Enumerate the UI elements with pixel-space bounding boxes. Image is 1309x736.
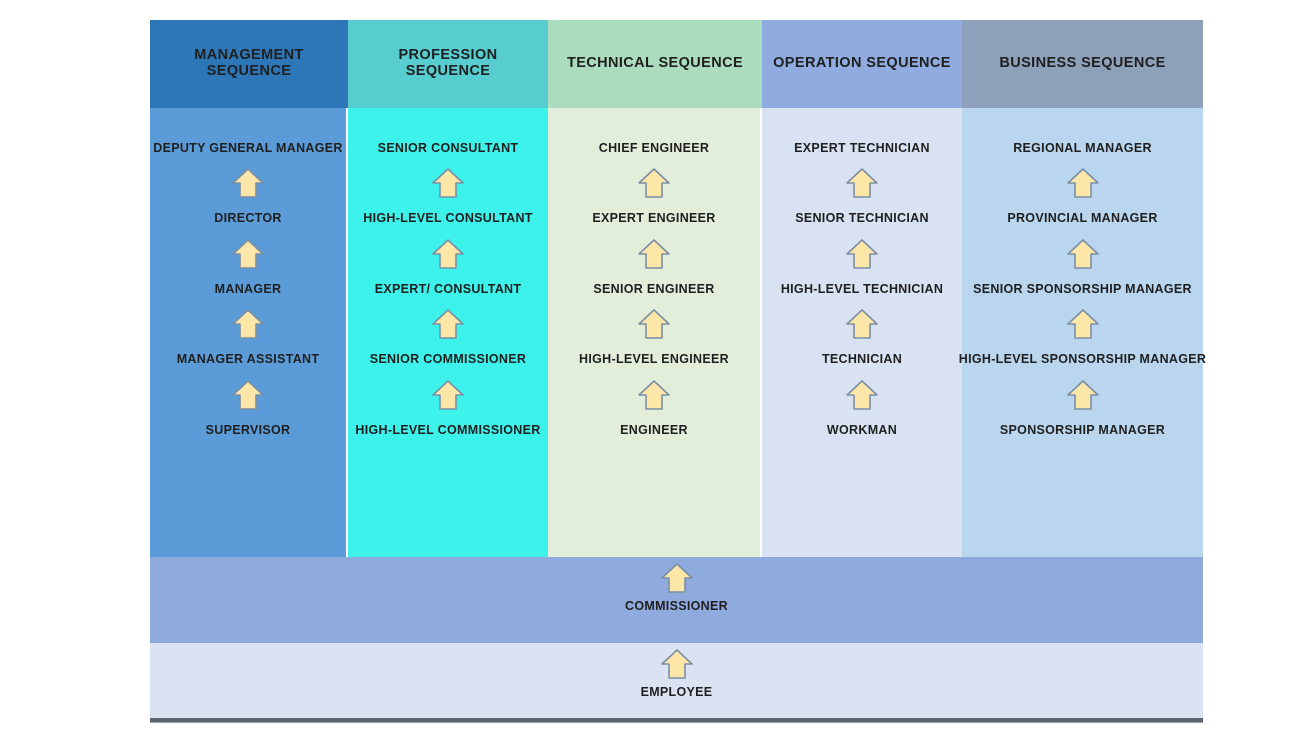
rung-label: ENGINEER xyxy=(620,422,688,437)
up-arrow-icon xyxy=(231,296,265,352)
up-arrow-icon xyxy=(431,155,465,211)
ladder-rung[interactable]: WORKMAN xyxy=(762,423,962,437)
up-arrow-icon xyxy=(231,226,265,282)
rung-label: HIGH-LEVEL CONSULTANT xyxy=(363,211,533,226)
rung-label: EXPERT ENGINEER xyxy=(592,211,716,226)
rung-label: REGIONAL MANAGER xyxy=(1013,141,1152,155)
ladder-rung[interactable]: SENIOR TECHNICIAN xyxy=(762,211,962,225)
up-arrow-icon xyxy=(637,226,671,282)
rung-label: SENIOR ENGINEER xyxy=(593,281,715,296)
ladder-rung[interactable]: MANAGER xyxy=(150,282,346,296)
column-body-business: REGIONAL MANAGER PROVINCIAL MANAGER SENI… xyxy=(958,108,1207,557)
column-header-label: MANAGEMENT SEQUENCE xyxy=(194,47,304,79)
ladder-rung[interactable]: DIRECTOR xyxy=(150,211,346,225)
ladder-rung[interactable]: EXPERT ENGINEER xyxy=(548,211,760,225)
rung-label: PROVINCIAL MANAGER xyxy=(1007,211,1158,226)
ladder-rung[interactable]: HIGH-LEVEL CONSULTANT xyxy=(348,211,548,225)
band-label: COMMISSIONER xyxy=(625,599,728,613)
rung-label: SENIOR TECHNICIAN xyxy=(795,211,929,226)
ladder-rung[interactable]: HIGH-LEVEL TECHNICIAN xyxy=(762,282,962,296)
ladder-rung[interactable]: SPONSORSHIP MANAGER xyxy=(962,423,1203,437)
up-arrow-icon xyxy=(637,155,671,211)
ladder-rung[interactable]: MANAGER ASSISTANT xyxy=(150,352,346,366)
column-header-label: OPERATION SEQUENCE xyxy=(773,55,951,72)
column-header-profession[interactable]: PROFESSION SEQUENCE xyxy=(348,20,548,108)
column-header-label: BUSINESS SEQUENCE xyxy=(999,55,1166,72)
rung-label: CHIEF ENGINEER xyxy=(598,141,710,155)
up-arrow-icon xyxy=(660,645,694,683)
rung-label: SENIOR COMMISSIONER xyxy=(369,352,527,367)
ladder-rung[interactable]: SENIOR CONSULTANT xyxy=(348,141,548,155)
column-body-operation: EXPERT TECHNICIAN SENIOR TECHNICIAN HIGH… xyxy=(762,108,962,557)
up-arrow-icon xyxy=(431,226,465,282)
ladder-rung[interactable]: PROVINCIAL MANAGER xyxy=(962,211,1203,225)
rung-label: HIGH-LEVEL COMMISSIONER xyxy=(355,422,541,437)
column-header-technical[interactable]: TECHNICAL SEQUENCE xyxy=(548,20,762,108)
sequence-header-row: MANAGEMENT SEQUENCE PROFESSION SEQUENCE … xyxy=(150,20,1203,108)
sequence-body-row: DEPUTY GENERAL MANAGER DIRECTOR MANAGER … xyxy=(150,108,1207,557)
ladder-rung[interactable]: SUPERVISOR xyxy=(150,423,346,437)
up-arrow-icon xyxy=(660,559,694,597)
rung-label: EXPERT TECHNICIAN xyxy=(794,141,930,155)
ladder-rung[interactable]: EXPERT TECHNICIAN xyxy=(762,141,962,155)
ladder-rung[interactable]: HIGH-LEVEL COMMISSIONER xyxy=(348,423,548,437)
rung-label: MANAGER xyxy=(214,281,282,296)
up-arrow-icon xyxy=(231,367,265,423)
rung-label: EXPERT/ CONSULTANT xyxy=(374,281,522,296)
rung-label: SENIOR CONSULTANT xyxy=(377,141,519,155)
column-header-label: TECHNICAL SEQUENCE xyxy=(566,55,744,72)
up-arrow-icon xyxy=(1066,155,1100,211)
ladder-rung[interactable]: HIGH-LEVEL SPONSORSHIP MANAGER xyxy=(958,352,1207,367)
up-arrow-icon xyxy=(431,296,465,352)
ladder-rung[interactable]: SENIOR ENGINEER xyxy=(548,282,760,296)
band-label: EMPLOYEE xyxy=(640,685,713,699)
ladder-rung[interactable]: SENIOR COMMISSIONER xyxy=(348,352,548,366)
rung-label: HIGH-LEVEL ENGINEER xyxy=(579,352,729,367)
rung-label: DIRECTOR xyxy=(214,211,282,226)
up-arrow-icon xyxy=(1066,296,1100,352)
up-arrow-icon xyxy=(845,296,879,352)
rung-label: SENIOR SPONSORSHIP MANAGER xyxy=(973,281,1192,296)
rung-label: SPONSORSHIP MANAGER xyxy=(999,422,1166,437)
up-arrow-icon xyxy=(431,367,465,423)
bottom-divider xyxy=(150,718,1203,723)
shared-band-employee[interactable]: EMPLOYEE xyxy=(150,643,1203,718)
column-header-management[interactable]: MANAGEMENT SEQUENCE xyxy=(150,20,348,108)
up-arrow-icon xyxy=(637,367,671,423)
column-body-technical: CHIEF ENGINEER EXPERT ENGINEER SENIOR EN… xyxy=(548,108,760,557)
up-arrow-icon xyxy=(845,226,879,282)
column-header-label: PROFESSION SEQUENCE xyxy=(398,47,498,79)
ladder-rung[interactable]: CHIEF ENGINEER xyxy=(548,141,760,155)
rung-label: TECHNICIAN xyxy=(821,352,903,367)
ladder-rung[interactable]: ENGINEER xyxy=(548,423,760,437)
column-header-operation[interactable]: OPERATION SEQUENCE xyxy=(762,20,962,108)
ladder-rung[interactable]: TECHNICIAN xyxy=(762,352,962,366)
column-body-management: DEPUTY GENERAL MANAGER DIRECTOR MANAGER … xyxy=(150,108,346,557)
ladder-rung[interactable]: SENIOR SPONSORSHIP MANAGER xyxy=(962,282,1203,296)
rung-label: HIGH-LEVEL SPONSORSHIP MANAGER xyxy=(958,352,1207,367)
ladder-rung[interactable]: DEPUTY GENERAL MANAGER xyxy=(150,141,346,155)
up-arrow-icon xyxy=(231,155,265,211)
up-arrow-icon xyxy=(845,367,879,423)
shared-band-commissioner[interactable]: COMMISSIONER xyxy=(150,557,1203,643)
rung-label: SUPERVISOR xyxy=(205,422,291,437)
up-arrow-icon xyxy=(845,155,879,211)
ladder-rung[interactable]: REGIONAL MANAGER xyxy=(962,141,1203,155)
ladder-rung[interactable]: EXPERT/ CONSULTANT xyxy=(348,282,548,296)
up-arrow-icon xyxy=(1066,367,1100,423)
column-header-business[interactable]: BUSINESS SEQUENCE xyxy=(962,20,1203,108)
column-body-profession: SENIOR CONSULTANT HIGH-LEVEL CONSULTANT … xyxy=(348,108,548,557)
rung-label: DEPUTY GENERAL MANAGER xyxy=(153,141,343,155)
rung-label: WORKMAN xyxy=(826,422,898,437)
ladder-rung[interactable]: HIGH-LEVEL ENGINEER xyxy=(548,352,760,366)
up-arrow-icon xyxy=(637,296,671,352)
rung-label: HIGH-LEVEL TECHNICIAN xyxy=(780,281,944,296)
rung-label: MANAGER ASSISTANT xyxy=(176,352,320,367)
up-arrow-icon xyxy=(1066,226,1100,282)
